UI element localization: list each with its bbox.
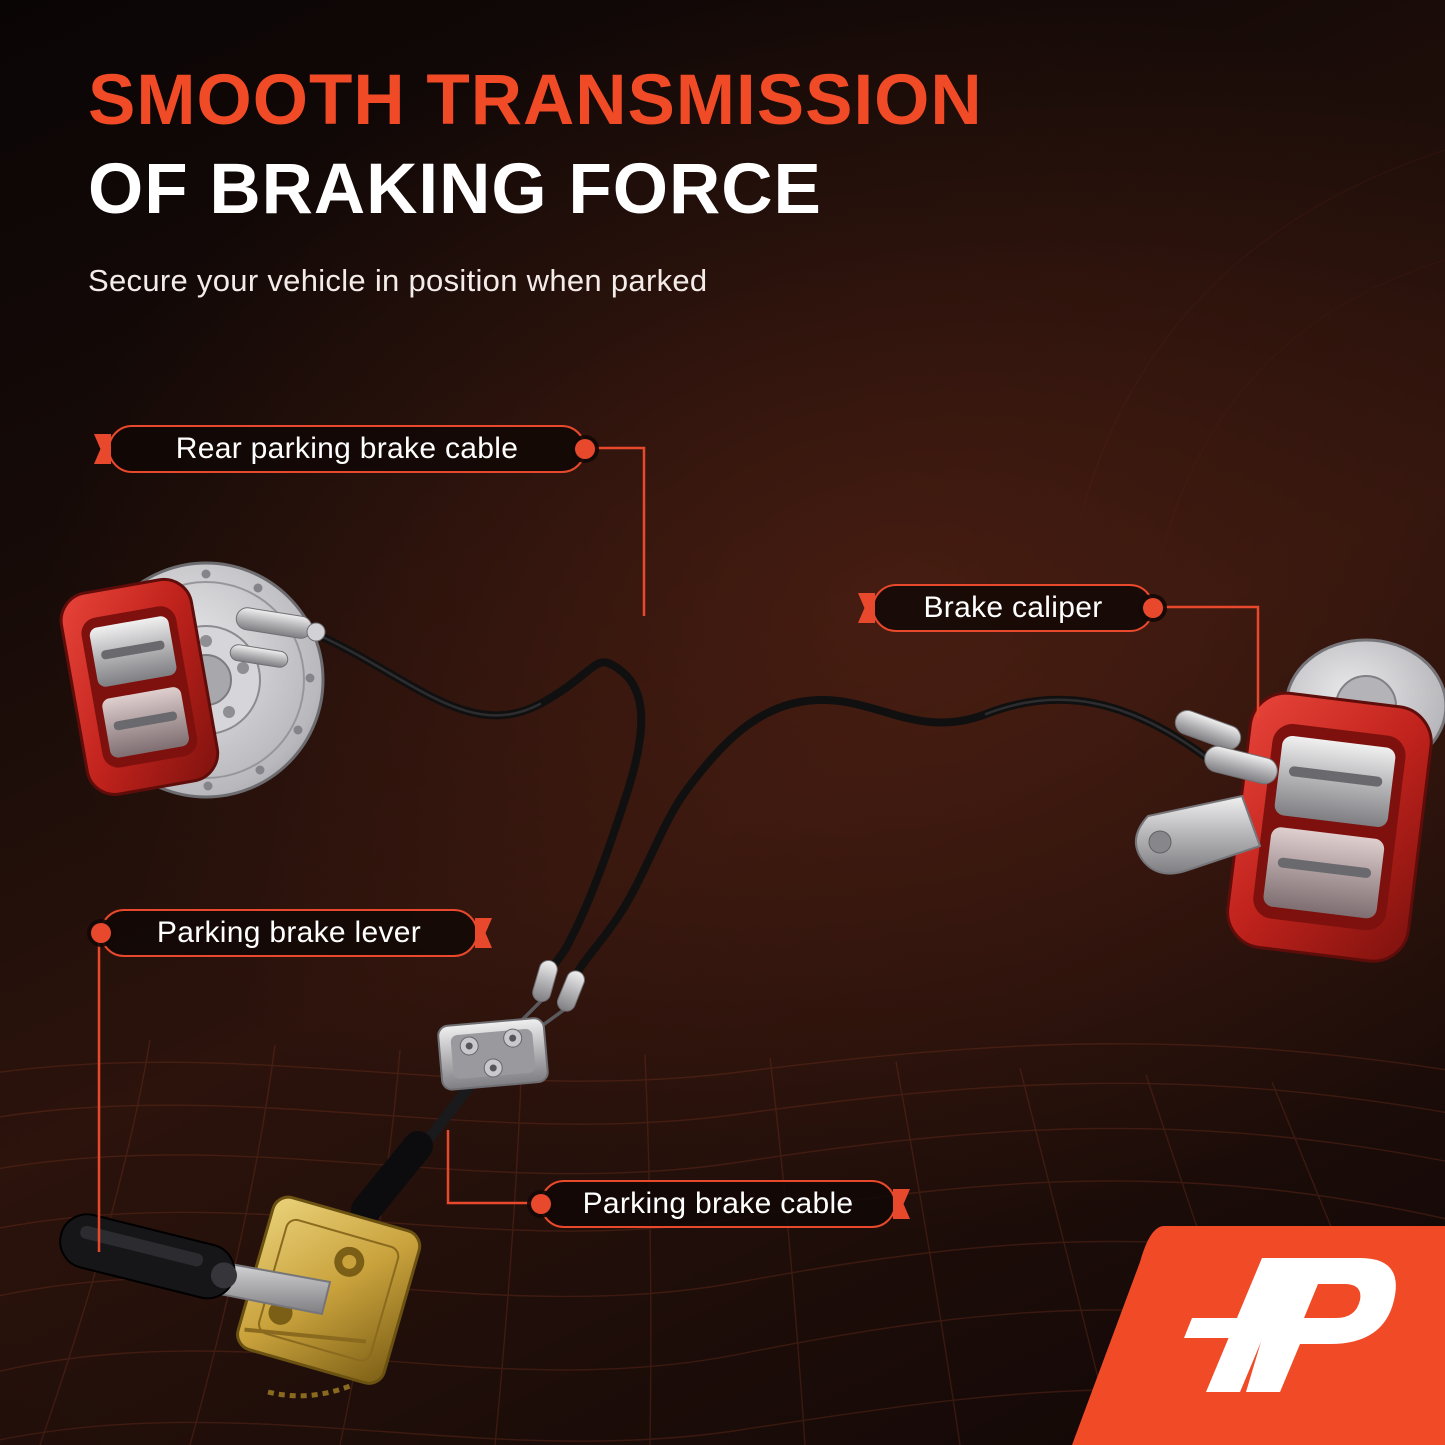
brake-caliper (1135, 638, 1445, 963)
pointer-dot-icon (1143, 598, 1163, 618)
callout-brake-caliper: Brake caliper (858, 584, 1163, 632)
callout-parking-brake-cable: Parking brake cable (531, 1180, 910, 1228)
callout-rear-parking-brake-cable: Rear parking brake cable (94, 425, 595, 473)
title-line2: OF BRAKING FORCE (88, 150, 822, 230)
callout-label: Parking brake cable (582, 1187, 854, 1220)
callout-parking-brake-lever: Parking brake lever (91, 909, 492, 957)
callout-label: Parking brake lever (156, 916, 422, 949)
callout-label: Rear parking brake cable (175, 432, 519, 465)
title-line1: SMOOTH TRANSMISSION (88, 61, 983, 140)
pointer-dot-icon (575, 439, 595, 459)
subtitle: Secure your vehicle in position when par… (88, 262, 708, 298)
cable-equalizer-bracket (437, 1017, 549, 1091)
rear-brake-assembly (59, 561, 326, 799)
brand-logo (1072, 1226, 1445, 1445)
cable-boot (351, 1131, 433, 1225)
leader-lines (97, 446, 1260, 1252)
pointer-dot-icon (531, 1194, 551, 1214)
pointer-dot-icon (91, 923, 111, 943)
callout-label: Brake caliper (923, 591, 1103, 624)
parking-brake-lever-assembly (59, 1195, 422, 1399)
headline-block: SMOOTH TRANSMISSION OF BRAKING FORCE Sec… (88, 56, 983, 299)
